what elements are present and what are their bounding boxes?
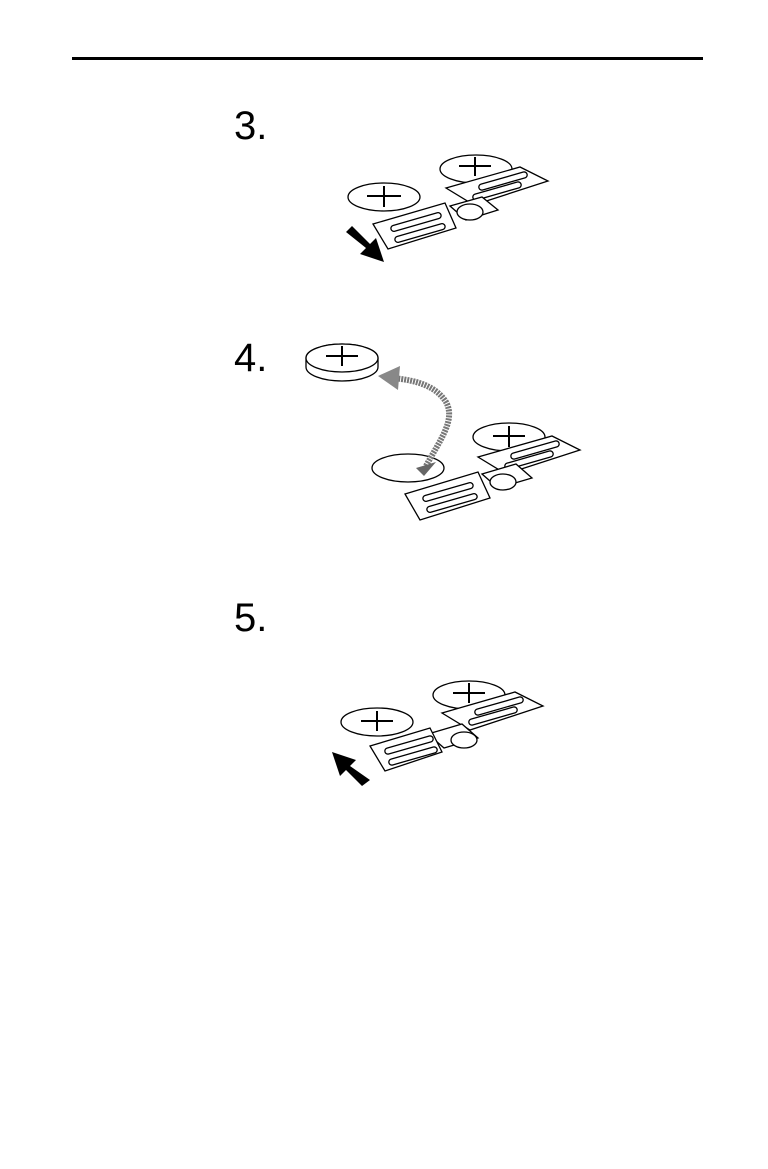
arrow-up-left-icon — [332, 752, 370, 786]
